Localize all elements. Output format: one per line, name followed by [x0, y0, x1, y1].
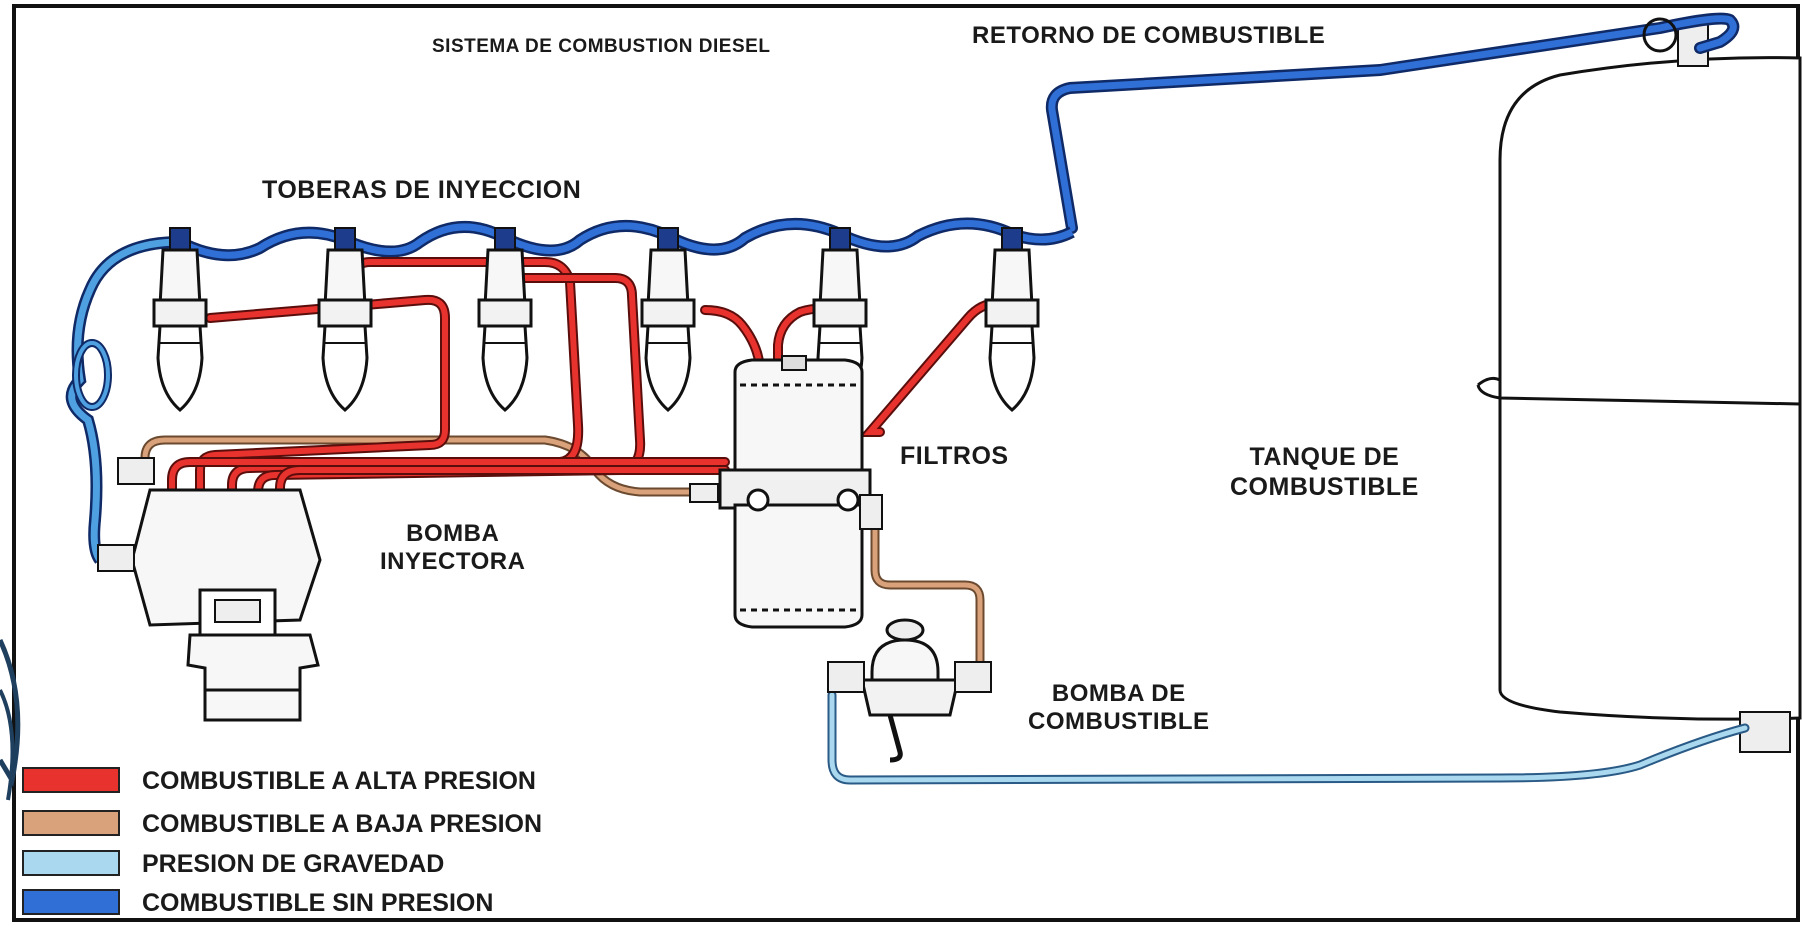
injection-nozzle [984, 227, 1040, 412]
fuel-pump-label-line2: COMBUSTIBLE [1028, 708, 1210, 735]
return-line [1045, 12, 1740, 234]
injection-pump-label: BOMBA INYECTORA [380, 520, 525, 576]
tank-label: TANQUE DE COMBUSTIBLE [1230, 442, 1419, 502]
fuel-feed-pump [827, 618, 992, 763]
injection-nozzle [640, 227, 696, 412]
diagram-title: SISTEMA DE COMBUSTION DIESEL [432, 36, 771, 57]
tank-label-line1: TANQUE DE [1249, 443, 1400, 471]
injection-pump-body [97, 457, 322, 722]
injection-nozzle [477, 227, 533, 412]
legend-label-no-pressure: COMBUSTIBLE SIN PRESION [142, 889, 494, 917]
fuel-pump-label: BOMBA DE COMBUSTIBLE [1028, 680, 1210, 736]
injection-nozzle [152, 227, 208, 412]
injection-pump-label-line1: BOMBA [406, 520, 500, 547]
legend-swatch-no-pressure [22, 889, 120, 915]
legend-swatch-gravity [22, 850, 120, 876]
filters-label: FILTROS [900, 442, 1009, 470]
legend-swatch-low-pressure [22, 810, 120, 836]
fuel-pump-label-line1: BOMBA DE [1051, 680, 1186, 707]
tank-label-line2: COMBUSTIBLE [1230, 473, 1419, 501]
injection-nozzle [317, 227, 373, 412]
legend-label-high-pressure: COMBUSTIBLE A ALTA PRESION [142, 767, 536, 795]
legend-swatch-high-pressure [22, 767, 120, 793]
return-line-label: RETORNO DE COMBUSTIBLE [972, 22, 1326, 49]
legend-label-low-pressure: COMBUSTIBLE A BAJA PRESION [142, 810, 543, 838]
injection-pump-label-line2: INYECTORA [380, 548, 526, 575]
injection-nozzles [152, 227, 1040, 412]
legend-label-gravity: PRESION DE GRAVEDAD [142, 850, 445, 878]
nozzles-label: TOBERAS DE INYECCION [262, 176, 582, 204]
fuel-tank [1476, 21, 1802, 753]
filter-canister [689, 355, 883, 629]
